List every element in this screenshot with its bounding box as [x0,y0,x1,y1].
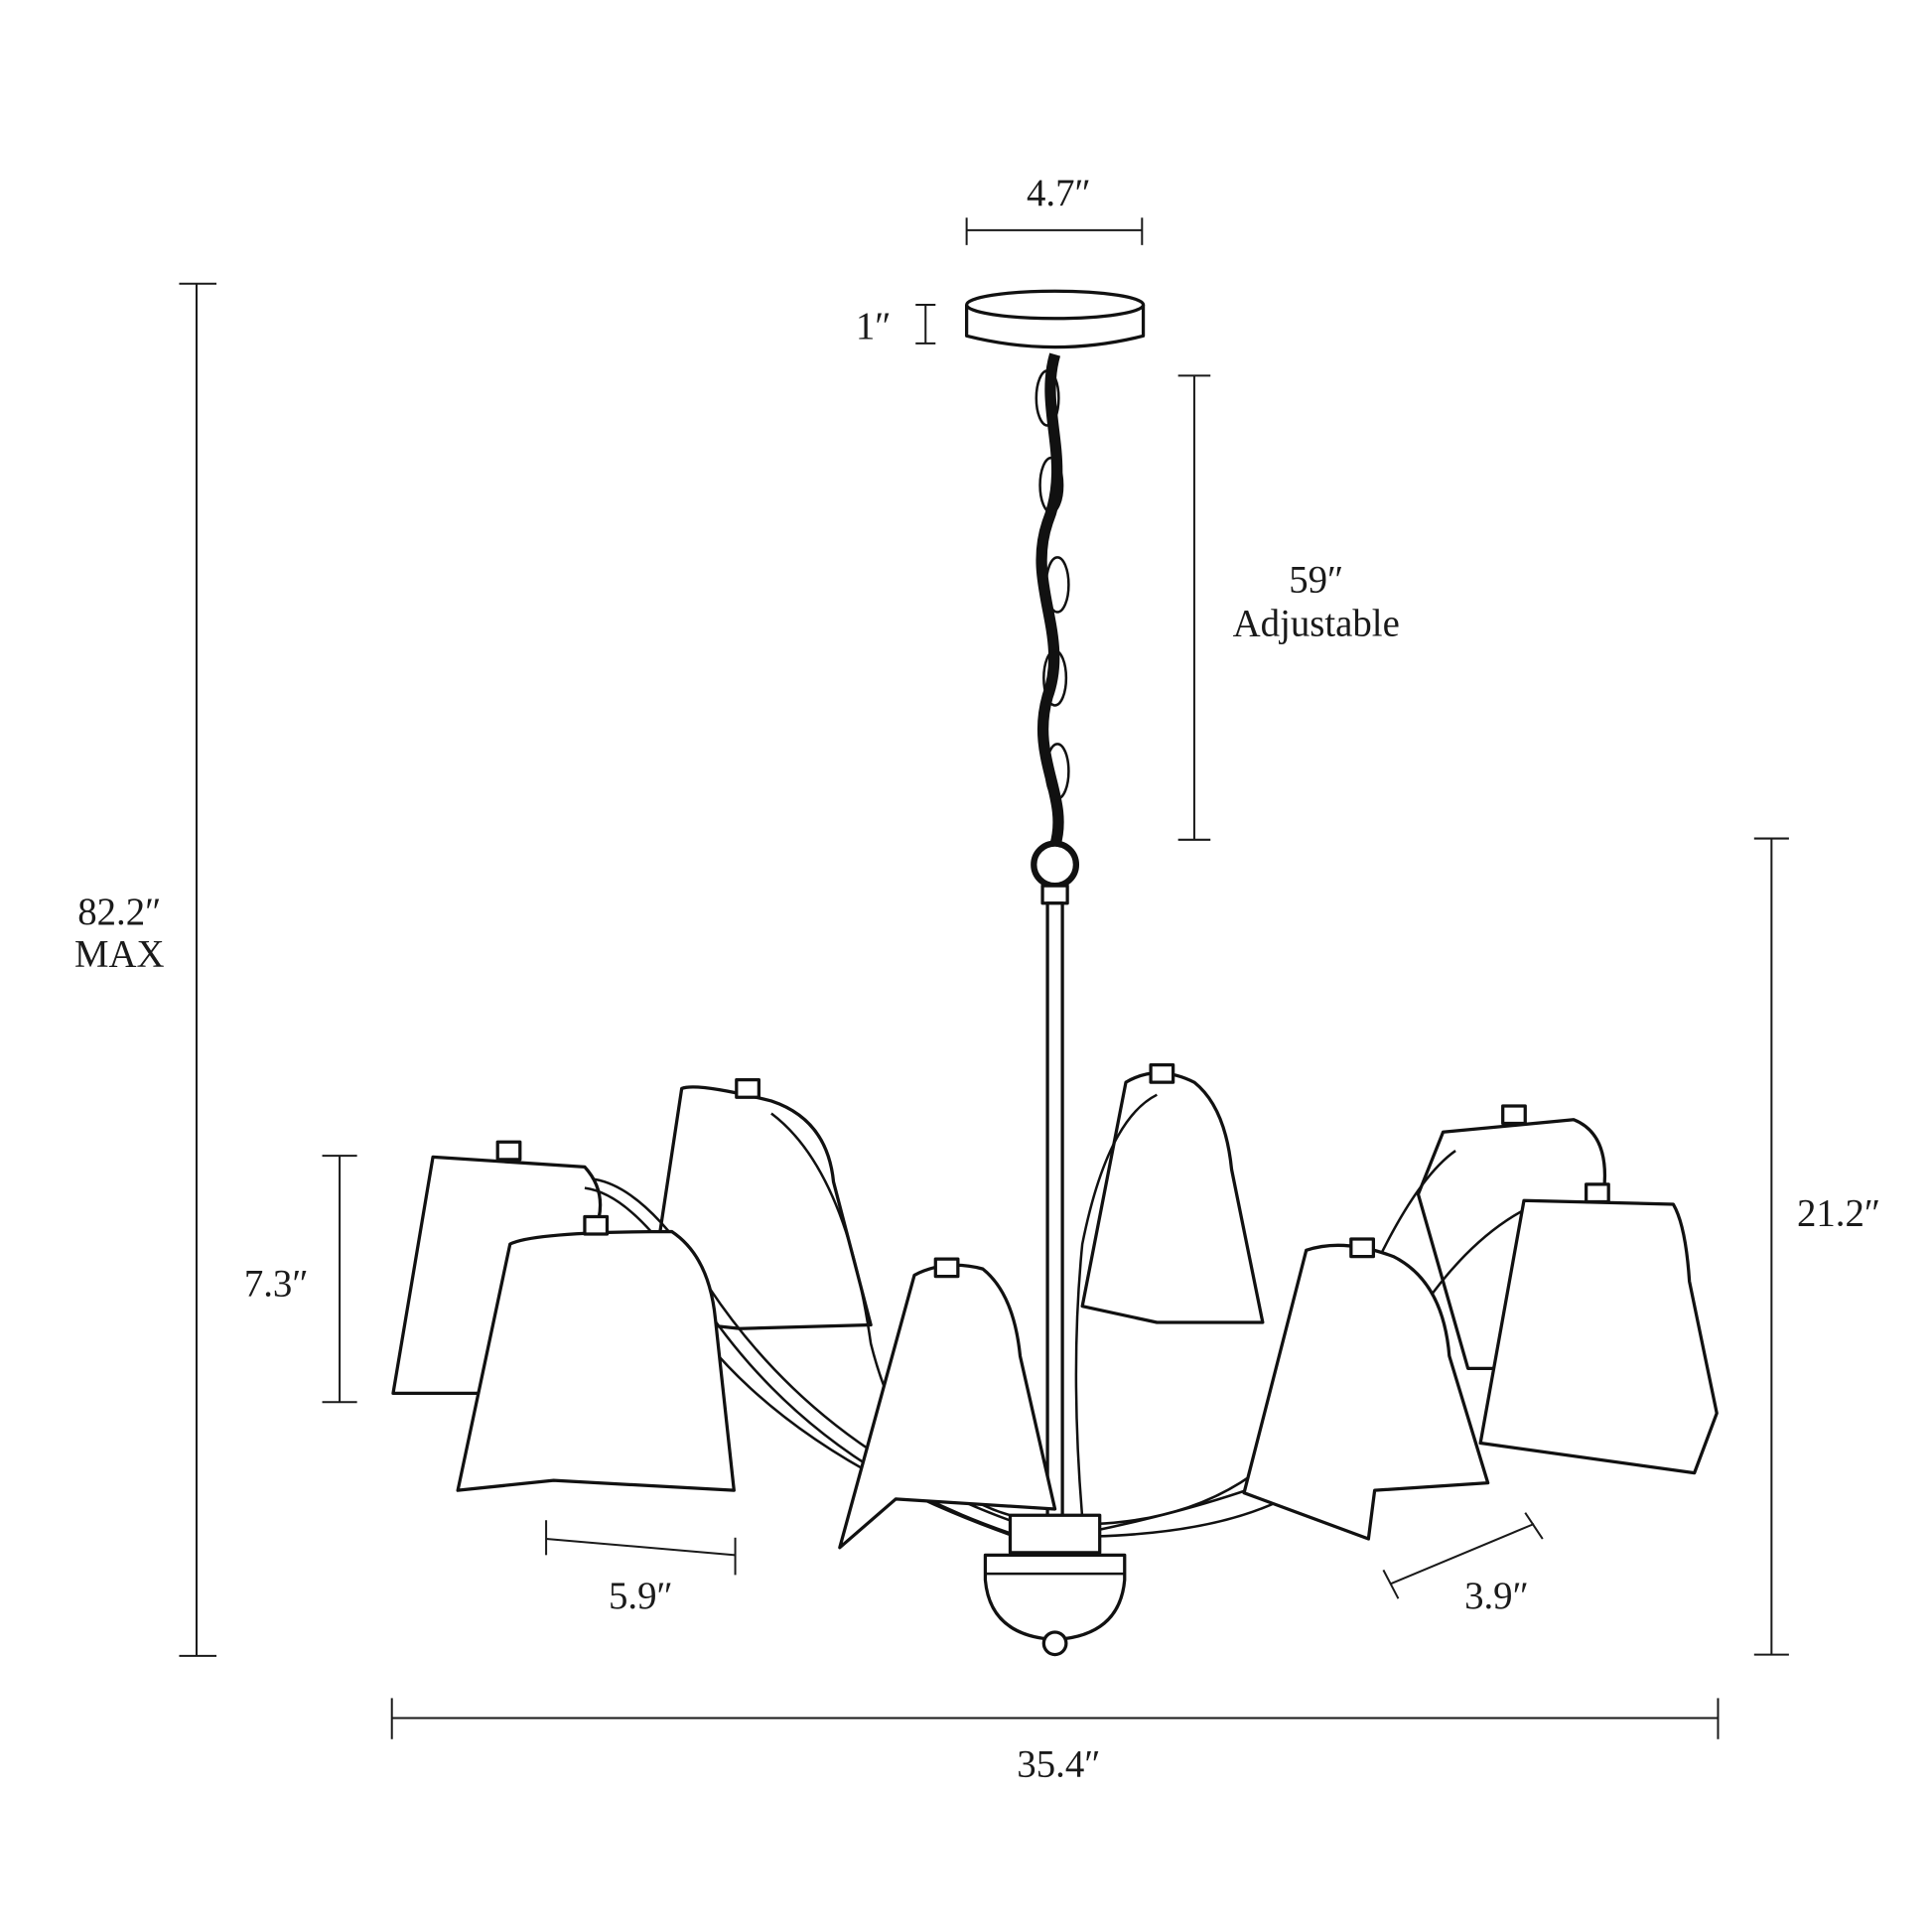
shade-height-dimension: 7.3″ [244,1155,357,1404]
shade-width-label: 5.9″ [609,1575,673,1617]
fixture-height-dimension: 21.2″ [1753,837,1880,1656]
chain-length-dimension: 59″ Adjustable [1177,374,1400,841]
shade-width-dimension: 5.9″ [545,1520,737,1617]
center-hub [983,1513,1127,1657]
canopy-height-dimension: 1″ [856,303,936,347]
chain-adjustable-label: Adjustable [1233,602,1400,644]
shade-depth-dimension: 3.9″ [1382,1512,1544,1617]
canopy-width-dimension: 4.7″ [965,172,1144,245]
shades-front [456,1182,1719,1550]
overall-height-label: 82.2″ [77,891,161,933]
canopy-width-label: 4.7″ [1027,172,1091,214]
overall-width-dimension: 35.4″ [390,1698,1720,1785]
overall-height-max-label: MAX [74,933,165,976]
chain-length-label: 59″ [1289,558,1343,601]
downrod [1045,901,1064,1521]
canopy [964,289,1146,349]
fixture-height-label: 21.2″ [1797,1191,1880,1234]
overall-width-label: 35.4″ [1017,1742,1100,1785]
shade-depth-label: 3.9″ [1464,1575,1529,1617]
overall-height-dimension: 82.2″ MAX [74,282,217,1657]
canopy-height-label: 1″ [856,305,892,347]
shade-height-label: 7.3″ [244,1263,309,1306]
chain [1031,352,1080,905]
